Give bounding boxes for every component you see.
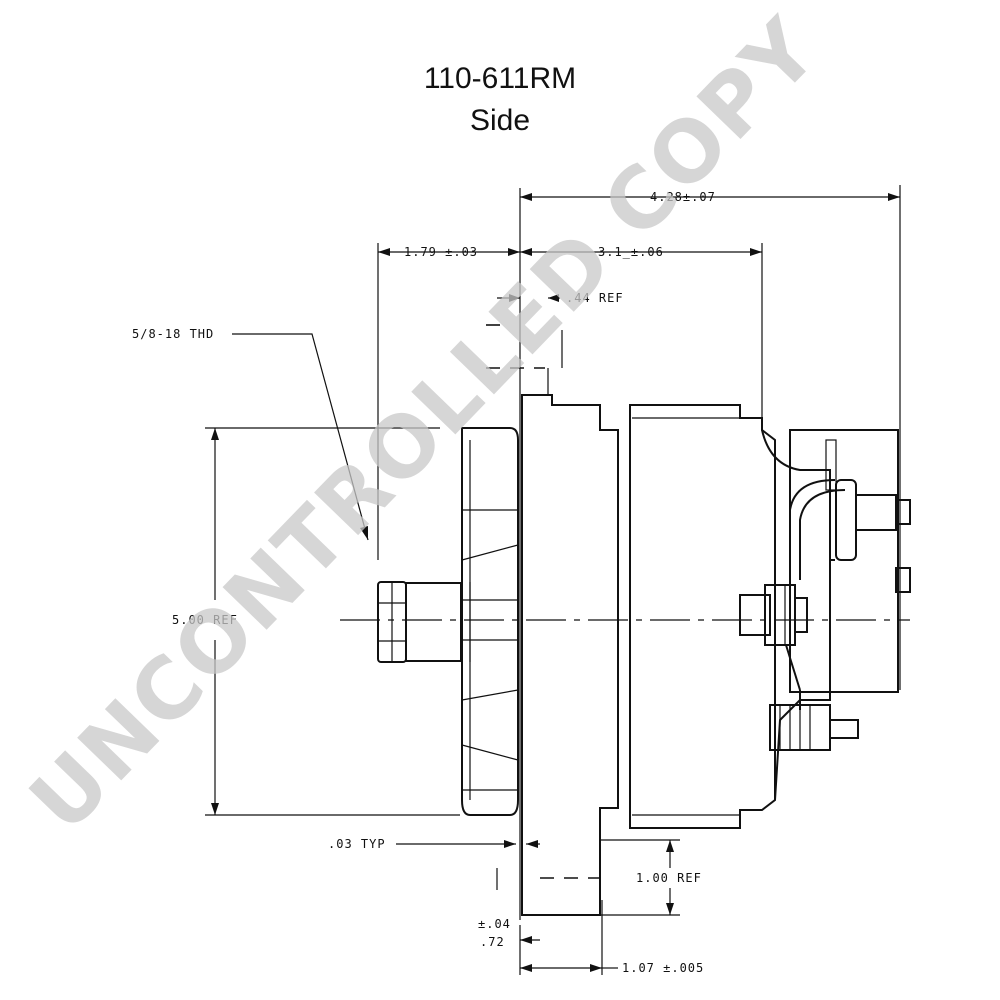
uncontrolled-copy-watermark: UNCONTROLLED COPY: [11, 0, 837, 850]
thread-label: 5/8-18 THD: [132, 327, 214, 341]
flange-ref-label: .44 REF: [566, 291, 624, 305]
body-length-label: 3.1_±.06: [598, 245, 664, 259]
flange-thickness-label: .03 TYP: [328, 837, 386, 851]
part-number-title: 110-611RM: [423, 62, 577, 95]
hub-tolerance-label: ±.04: [478, 917, 511, 931]
dimension-lines: [205, 185, 901, 975]
view-label: Side: [469, 104, 531, 137]
overall-length-label: 4.28±.07: [650, 190, 716, 204]
mount-length-label: 1.07 ±.005: [622, 961, 704, 975]
hub-length-label: .72: [480, 935, 505, 949]
alternator-outline: [377, 324, 911, 916]
dimension-labels: 4.28±.07 1.79 ±.03 3.1_±.06 .44 REF 5/8-…: [132, 190, 716, 975]
shaft-extension-label: 1.79 ±.03: [404, 245, 478, 259]
mount-ref-label: 1.00 REF: [636, 871, 702, 885]
pulley-diameter-label: 5.00 REF: [172, 613, 238, 627]
